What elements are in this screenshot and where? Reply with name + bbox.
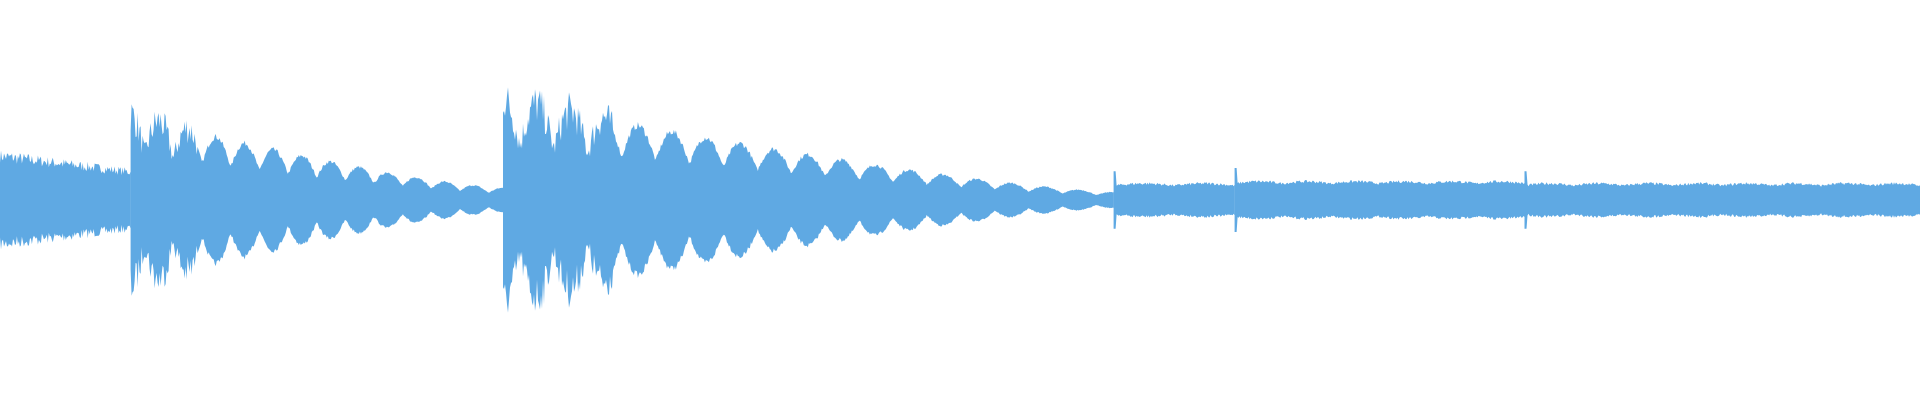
waveform-tone-burst-1	[0, 150, 131, 250]
waveform-tone-burst-2	[130, 104, 503, 296]
waveform-tone-burst-5	[1234, 168, 1525, 232]
waveform-tone-burst-4	[1113, 171, 1235, 229]
waveform-tone-burst-3	[503, 87, 1114, 313]
waveform-tone-burst-6	[1524, 171, 1920, 229]
